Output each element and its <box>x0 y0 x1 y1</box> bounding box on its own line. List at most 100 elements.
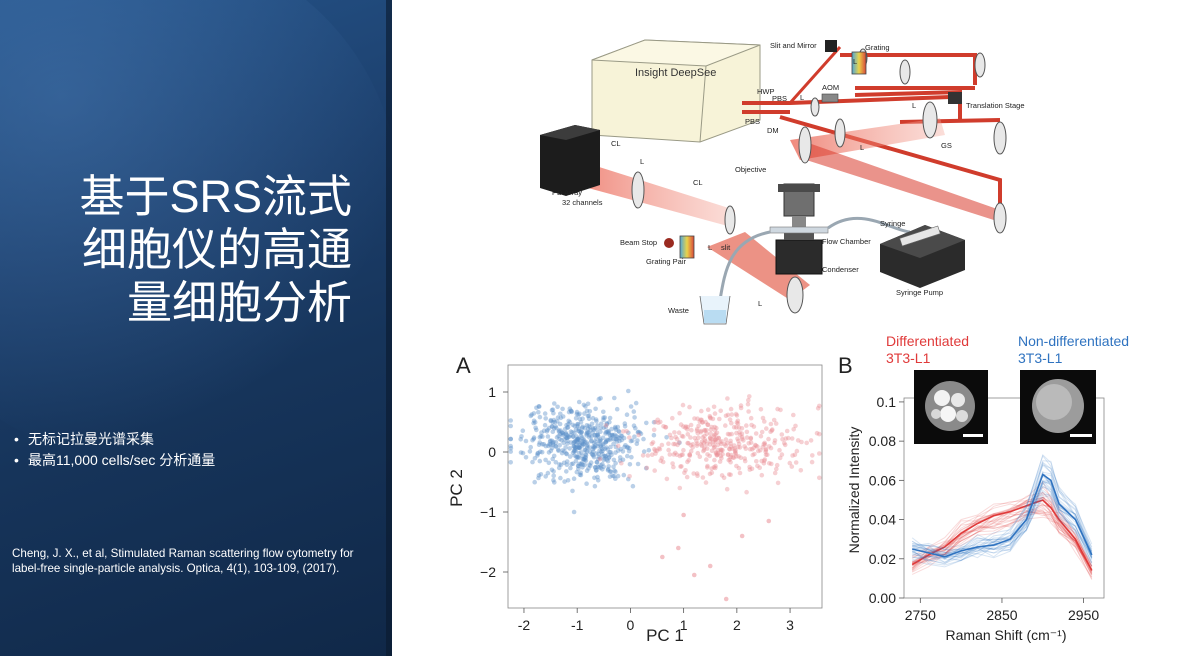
scatter-point <box>595 456 601 462</box>
scatter-points <box>508 388 822 602</box>
scatter-point <box>605 429 610 434</box>
scatter-point <box>617 455 623 460</box>
scatter-point <box>553 460 559 465</box>
scatter-point <box>508 449 513 454</box>
scatter-point <box>632 415 637 420</box>
scatter-point <box>729 420 734 426</box>
scatter-point <box>637 430 642 435</box>
scatter-point <box>736 425 742 430</box>
scatter-point <box>600 448 605 454</box>
scatter-point <box>520 450 526 456</box>
scatter-point <box>737 445 743 450</box>
scatter-point <box>692 416 697 421</box>
scatter-point <box>734 413 740 418</box>
scatter-point <box>574 445 580 450</box>
scatter-point <box>575 436 581 441</box>
scatter-point <box>680 402 686 408</box>
scatter-point <box>760 415 766 421</box>
scatter-point <box>605 447 610 452</box>
bullet-dot-icon: • <box>14 431 19 447</box>
spectrum-trace <box>912 470 1093 557</box>
scatter-point <box>714 453 720 458</box>
scatter-point <box>576 450 582 456</box>
scatter-point <box>627 435 632 440</box>
scatter-point <box>579 430 584 435</box>
bullet-text: 最高11,000 cells/sec 分析通量 <box>28 452 216 468</box>
scatter-point <box>713 465 718 471</box>
plot-frame <box>903 397 1105 599</box>
scatter-point <box>638 431 644 436</box>
scatter-point <box>705 463 710 469</box>
scatter-point <box>718 449 724 454</box>
scatter-point <box>590 430 595 435</box>
scatter-point <box>656 420 661 425</box>
scatter-point <box>580 442 586 447</box>
scatter-point <box>762 457 768 462</box>
scatter-point <box>607 454 612 460</box>
scatter-point <box>508 436 513 442</box>
scatter-point <box>576 437 581 442</box>
scatter-point <box>696 423 701 429</box>
scatter-point <box>793 460 799 465</box>
scatter-point <box>764 426 769 431</box>
scatter-point <box>578 472 584 478</box>
scatter-point <box>733 451 738 456</box>
scatter-point <box>677 453 683 459</box>
spectrum-trace <box>911 505 1093 577</box>
scatter-point <box>549 438 555 444</box>
scatter-point <box>712 432 717 438</box>
scatter-point <box>581 402 587 408</box>
scatter-point <box>582 457 588 463</box>
scatter-point <box>720 451 725 457</box>
scatter-point <box>583 453 589 458</box>
scatter-point <box>580 416 585 421</box>
scatter-point <box>580 462 586 467</box>
scatter-point <box>749 422 754 428</box>
scatter-point <box>729 446 735 452</box>
condenser-label: Condenser <box>822 265 859 274</box>
spectrum-trace <box>912 471 1093 560</box>
scatter-point <box>574 411 580 417</box>
scatter-point <box>535 451 540 456</box>
scatter-point <box>578 430 583 435</box>
scatter-point <box>603 453 608 459</box>
scatter-point <box>635 461 641 467</box>
scatter-point <box>604 421 610 427</box>
scatter-point <box>576 428 581 434</box>
scatter-point <box>698 429 703 435</box>
scatter-point <box>746 441 752 446</box>
scatter-point <box>721 475 727 481</box>
scatter-point <box>543 474 548 479</box>
scatter-point <box>550 424 555 429</box>
scatter-point <box>508 436 513 442</box>
scatter-point <box>654 448 660 454</box>
scatter-point <box>532 479 537 485</box>
scatter-point <box>556 465 562 471</box>
scatter-point <box>733 448 738 453</box>
scatter-point <box>528 444 533 450</box>
grating-label: Grating <box>865 43 890 52</box>
scatter-point <box>741 438 746 443</box>
scatter-point <box>549 424 555 429</box>
scatter-point <box>607 449 612 455</box>
scatter-point <box>577 437 582 443</box>
scatter-point <box>545 470 551 476</box>
scatter-point <box>658 458 663 463</box>
scatter-point <box>582 447 588 453</box>
scatter-point <box>677 485 683 491</box>
scatter-point <box>690 445 695 450</box>
scatter-point <box>612 432 617 438</box>
scatter-point <box>591 440 597 446</box>
scatter-point <box>672 441 678 447</box>
scatter-point <box>547 439 553 444</box>
scatter-point <box>687 453 693 459</box>
scatter-point <box>587 449 593 454</box>
scatter-point <box>604 421 610 426</box>
scatter-point <box>577 445 583 451</box>
scatter-point <box>589 421 595 427</box>
scatter-point <box>641 436 646 442</box>
x-tick-label: 3 <box>786 617 794 633</box>
scatter-point <box>729 431 734 437</box>
scatter-point <box>531 418 537 424</box>
scatter-point <box>650 440 656 445</box>
